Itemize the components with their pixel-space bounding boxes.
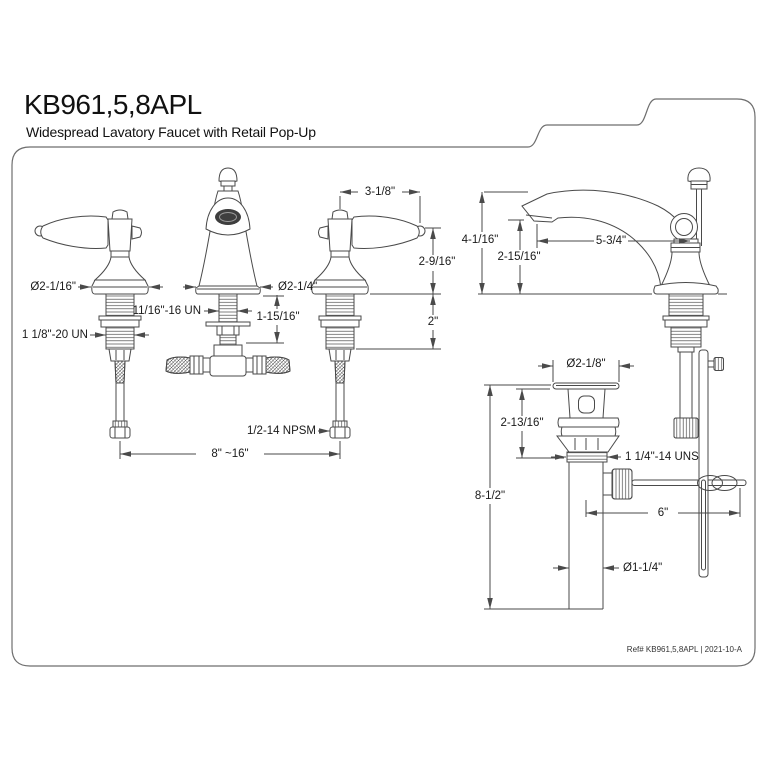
dim-shank-below-deck: 2": [428, 316, 438, 328]
spout-front: [165, 167, 291, 377]
dim-pivot-rod-length: 6": [658, 507, 668, 519]
dim-spout-base-dia: Ø2-1/4": [278, 281, 317, 293]
side-view: [478, 167, 727, 439]
dim-tailpiece-dia: Ø1-1/4": [623, 562, 662, 574]
page-subtitle: Widespread Lavatory Faucet with Retail P…: [26, 124, 316, 140]
right-valve: [318, 293, 362, 439]
reference-number: Ref# KB961,5,8APL | 2021-10-A: [626, 645, 742, 654]
drain-dimensions: [484, 360, 741, 610]
sheet-border: [11, 98, 756, 667]
dim-handle-length: 3-1/8": [365, 186, 395, 198]
right-handle: [311, 209, 426, 295]
dim-supply-connection: 1/2-14 NPSM: [247, 425, 316, 437]
side-dimensions: [479, 191, 690, 294]
dim-spout-shank-length: 1-15/16": [256, 311, 299, 323]
front-dimensions: [78, 189, 441, 459]
dim-spout-reach: 5-3/4": [596, 235, 626, 247]
dim-flange-dia: Ø2-1/8": [566, 358, 605, 370]
dim-spout-shank-thread: 11/16"-16 UN: [133, 305, 201, 317]
aerator: [215, 209, 241, 225]
dim-faucet-spread: 8" ~16": [211, 448, 248, 460]
dim-drain-overall-height: 8-1/2": [475, 490, 505, 502]
dim-drain-top-height: 2-13/16": [500, 417, 543, 429]
dim-drain-body-thread: 1 1/4"-14 UNS: [625, 451, 699, 463]
front-view: [34, 167, 441, 459]
drain-view: [484, 349, 747, 610]
dim-spout-height: 4-1/16": [462, 234, 499, 246]
dim-spout-clearance: 2-15/16": [497, 251, 540, 263]
dim-handle-shank-thread: 1 1/8"-20 UN: [22, 329, 88, 341]
dim-handle-base-dia: Ø2-1/16": [30, 281, 76, 293]
page-title: KB961,5,8APL: [24, 89, 202, 120]
dim-handle-height: 2-9/16": [419, 256, 456, 268]
